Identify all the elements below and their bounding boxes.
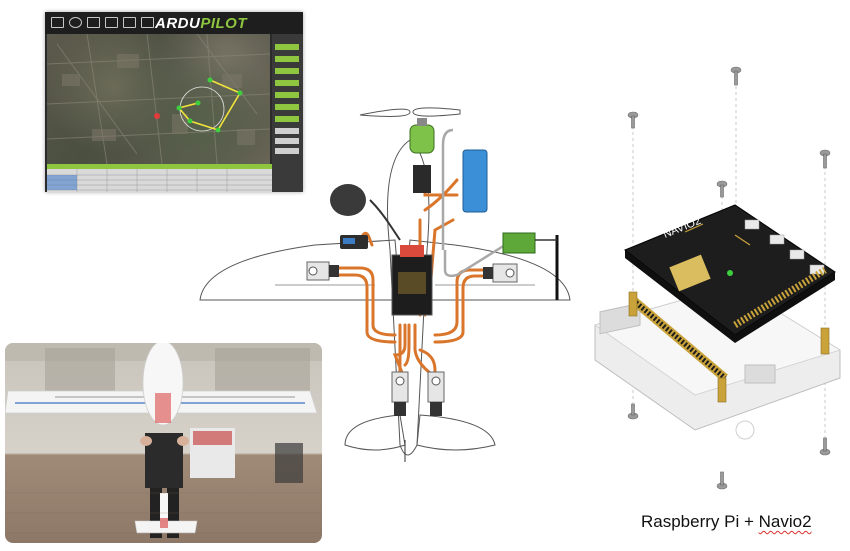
side-button-1[interactable]: [275, 44, 299, 50]
rc-receiver: [502, 232, 536, 254]
motor-shaft: [417, 118, 427, 126]
aircraft-photo: [5, 343, 322, 543]
side-field-1[interactable]: [275, 128, 299, 134]
hdmi-port: [744, 364, 776, 384]
navio2-chip: [669, 254, 711, 292]
side-button-7[interactable]: [275, 116, 299, 122]
motor: [409, 124, 435, 154]
left-tailplane: [344, 414, 406, 451]
navio2-exploded-view: NAVIO2: [594, 66, 841, 490]
mission-planner-screenshot: ARDUPILOT: [45, 12, 303, 192]
side-button-5[interactable]: [275, 92, 299, 98]
motor-wire: [441, 128, 454, 250]
caption-text: Raspberry Pi + Navio2: [641, 512, 812, 531]
receiver-wire: [443, 243, 506, 278]
right-wing-outline: [404, 239, 571, 301]
propeller-left-blade: [359, 108, 411, 117]
satellite-map: [46, 33, 271, 165]
waypoint-table: [47, 164, 272, 192]
left-tail-servo: [391, 371, 409, 416]
right-tailplane: [416, 414, 496, 451]
aircraft-wiring-diagram: [199, 107, 571, 462]
screws: [627, 66, 831, 490]
battery: [462, 149, 488, 213]
setup-icon: [87, 17, 100, 28]
globe-icon: [69, 17, 82, 28]
flight-controller: [391, 254, 433, 316]
right-tail-servo: [427, 371, 445, 416]
mission-planner-side-panel: [272, 34, 303, 192]
standoff-center: [717, 377, 727, 403]
side-button-6[interactable]: [275, 104, 299, 110]
ardupilot-logo: ARDUPILOT: [155, 15, 248, 32]
side-field-3[interactable]: [275, 148, 299, 154]
right-wing-servo: [483, 263, 518, 283]
config-icon: [105, 17, 118, 28]
flight-data-icon: [51, 17, 64, 28]
side-button-3[interactable]: [275, 68, 299, 74]
waypoint-table-grid: [47, 169, 272, 192]
raspberry-logo: [735, 420, 755, 440]
side-button-2[interactable]: [275, 56, 299, 62]
gpio-header: [630, 296, 728, 382]
propeller-right-blade: [412, 107, 461, 117]
standoff-right: [820, 327, 830, 355]
gps-module: [330, 184, 366, 216]
gps-cable: [369, 199, 401, 241]
photo-fuselage: [142, 343, 184, 426]
esc: [413, 165, 431, 193]
left-wing-outline: [199, 239, 401, 301]
terminal-icon: [141, 17, 154, 28]
status-led: [727, 270, 733, 276]
fc-connector: [400, 245, 424, 257]
waypoint-table-header: [47, 164, 272, 169]
simulation-icon: [123, 17, 136, 28]
standoff-left: [628, 291, 638, 317]
left-wing-servo: [306, 261, 339, 281]
servo-rail-pins: [733, 267, 827, 328]
aircraft-photo-scene: [5, 343, 322, 538]
side-button-4[interactable]: [275, 80, 299, 86]
side-field-2[interactable]: [275, 138, 299, 144]
flight-path-overlay: [46, 33, 271, 165]
mission-planner-toolbar: ARDUPILOT: [45, 12, 303, 34]
